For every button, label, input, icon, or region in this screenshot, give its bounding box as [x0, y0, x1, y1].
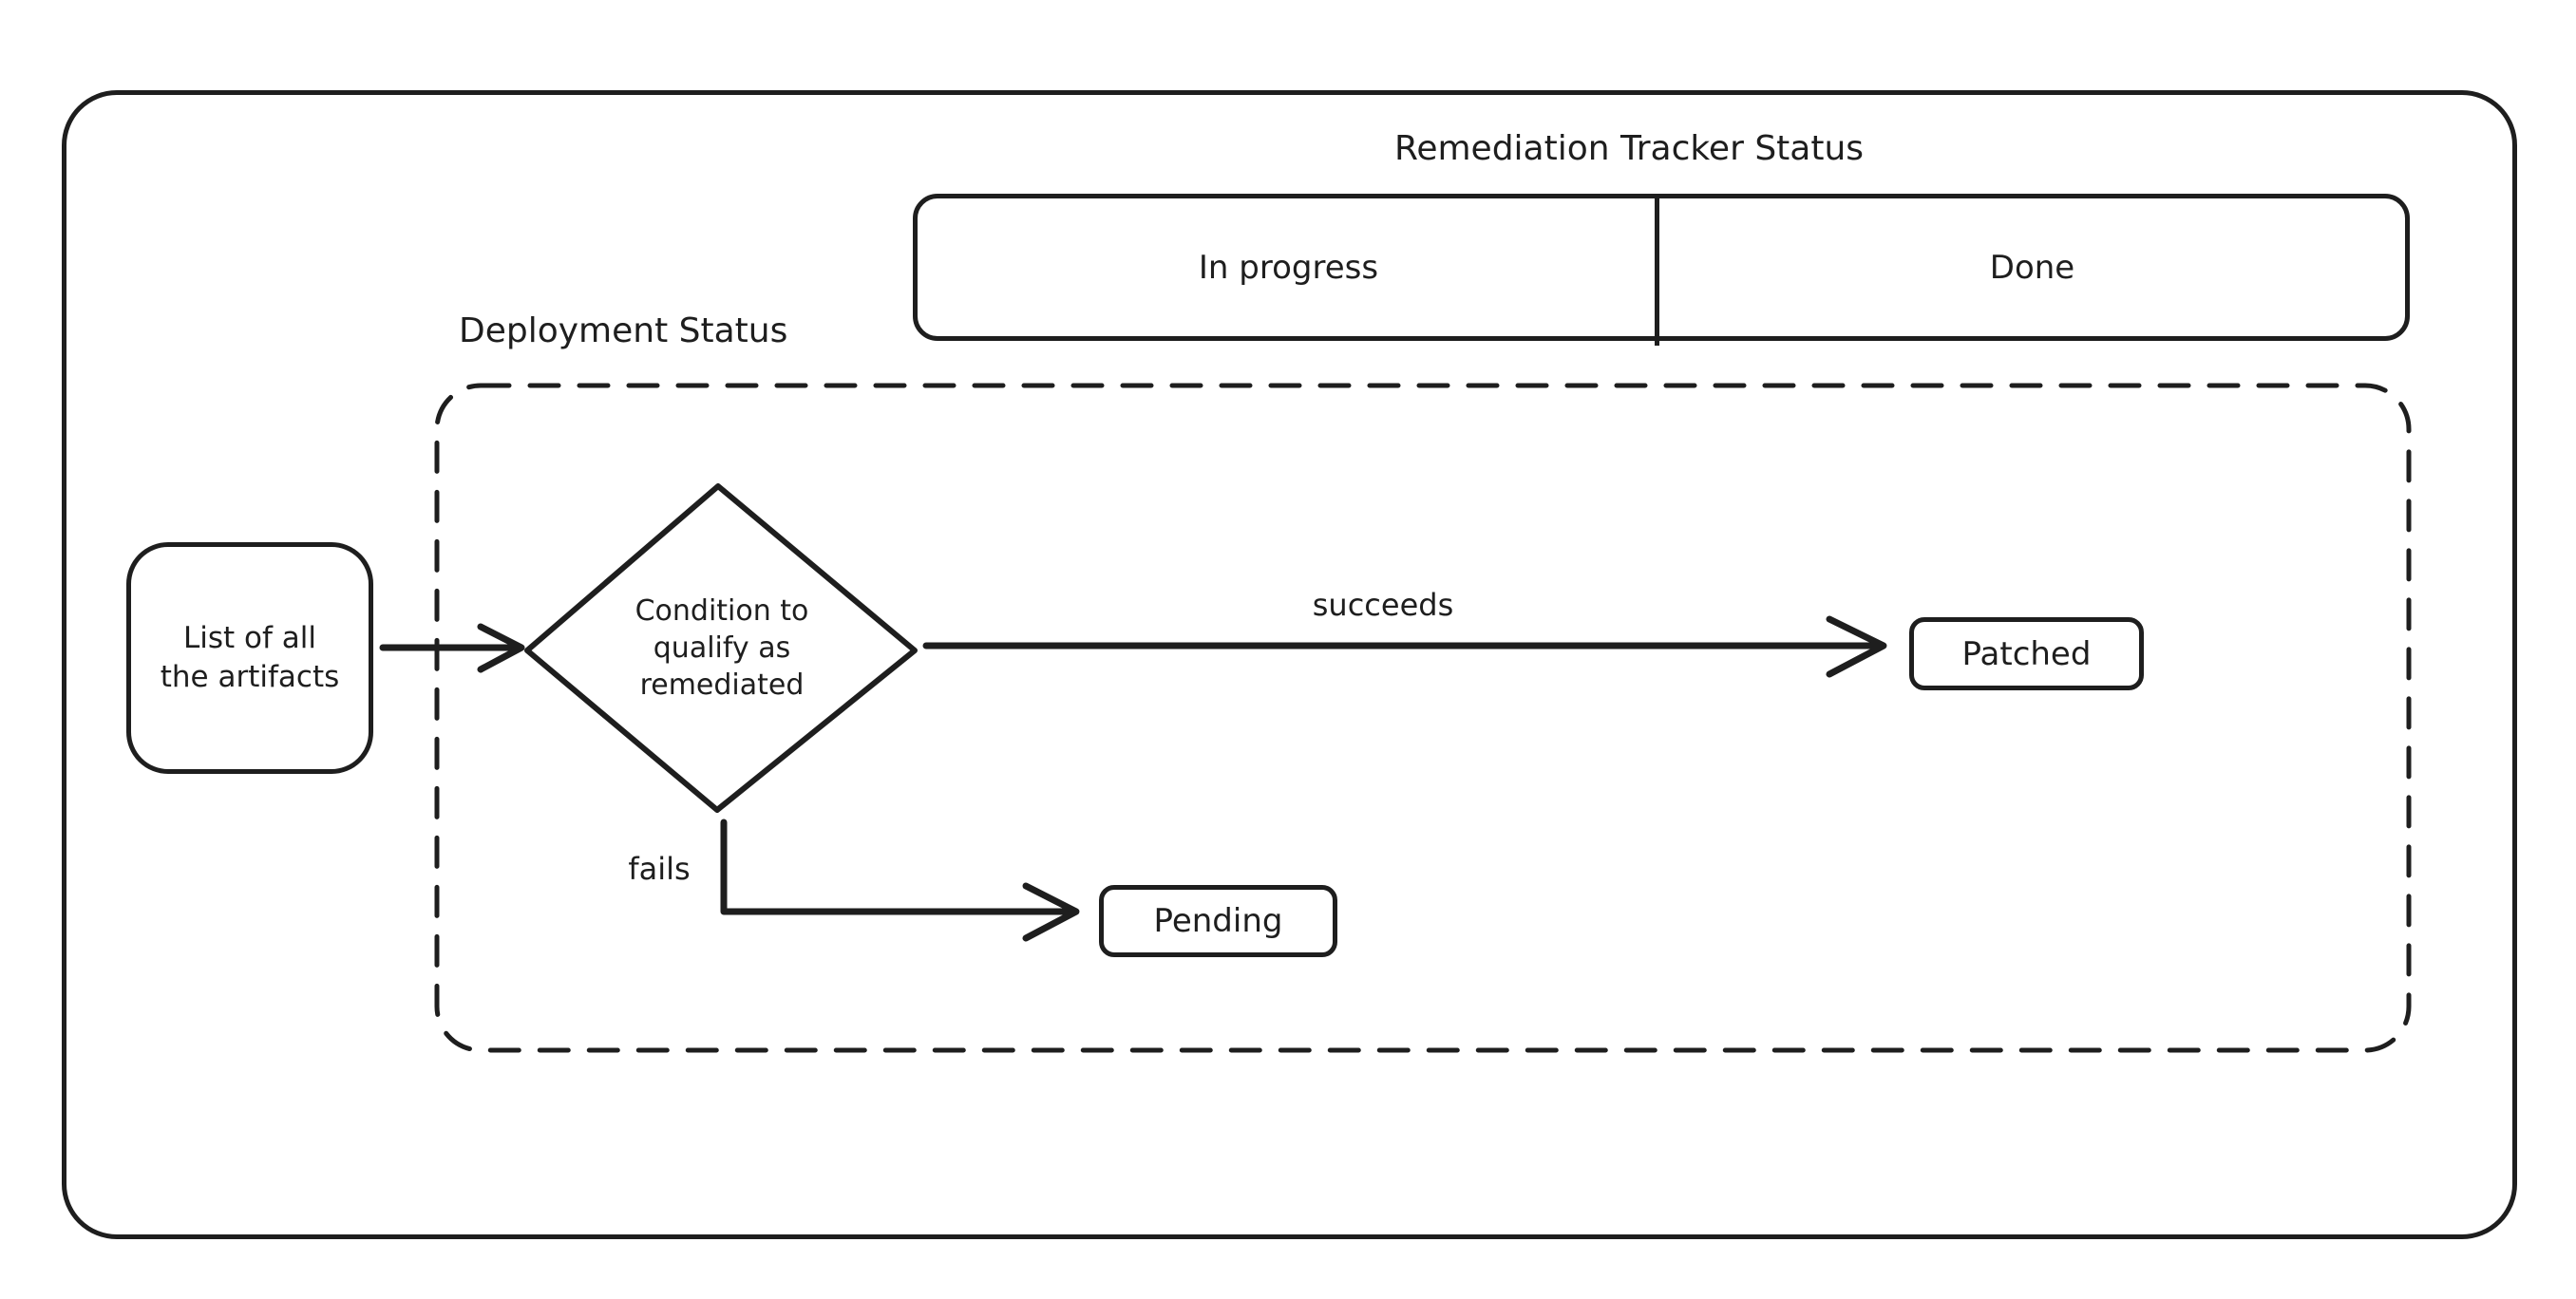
condition-diamond-shape [524, 483, 918, 813]
tracker-table: In progress Done [913, 194, 2410, 346]
patched-label: Patched [1961, 634, 2092, 673]
tracker-column-divider [1655, 196, 1659, 346]
artifacts-label: List of all the artifacts [160, 621, 340, 694]
outer-frame [62, 90, 2517, 1239]
succeeds-edge-label: succeeds [1312, 587, 1454, 623]
tracker-cell-done: Done [1659, 198, 2405, 336]
patched-node: Patched [1909, 617, 2144, 690]
deployment-dashed-border [434, 383, 2412, 1053]
tracker-title: Remediation Tracker Status [1393, 129, 1865, 168]
tracker-cell-in-progress-label: In progress [1198, 248, 1379, 287]
fails-arrow [720, 819, 1080, 942]
fails-edge-label: fails [628, 851, 691, 887]
condition-label: Condition to qualify as remediated [635, 594, 809, 702]
succeeds-arrow [922, 615, 1887, 678]
pending-label: Pending [1153, 902, 1283, 940]
input-arrow [379, 623, 525, 673]
deployment-status-label: Deployment Status [459, 311, 788, 350]
pending-node: Pending [1099, 885, 1337, 957]
artifacts-node: List of all the artifacts [126, 542, 373, 774]
tracker-cell-in-progress: In progress [918, 198, 1659, 336]
tracker-cell-done-label: Done [1989, 248, 2075, 287]
